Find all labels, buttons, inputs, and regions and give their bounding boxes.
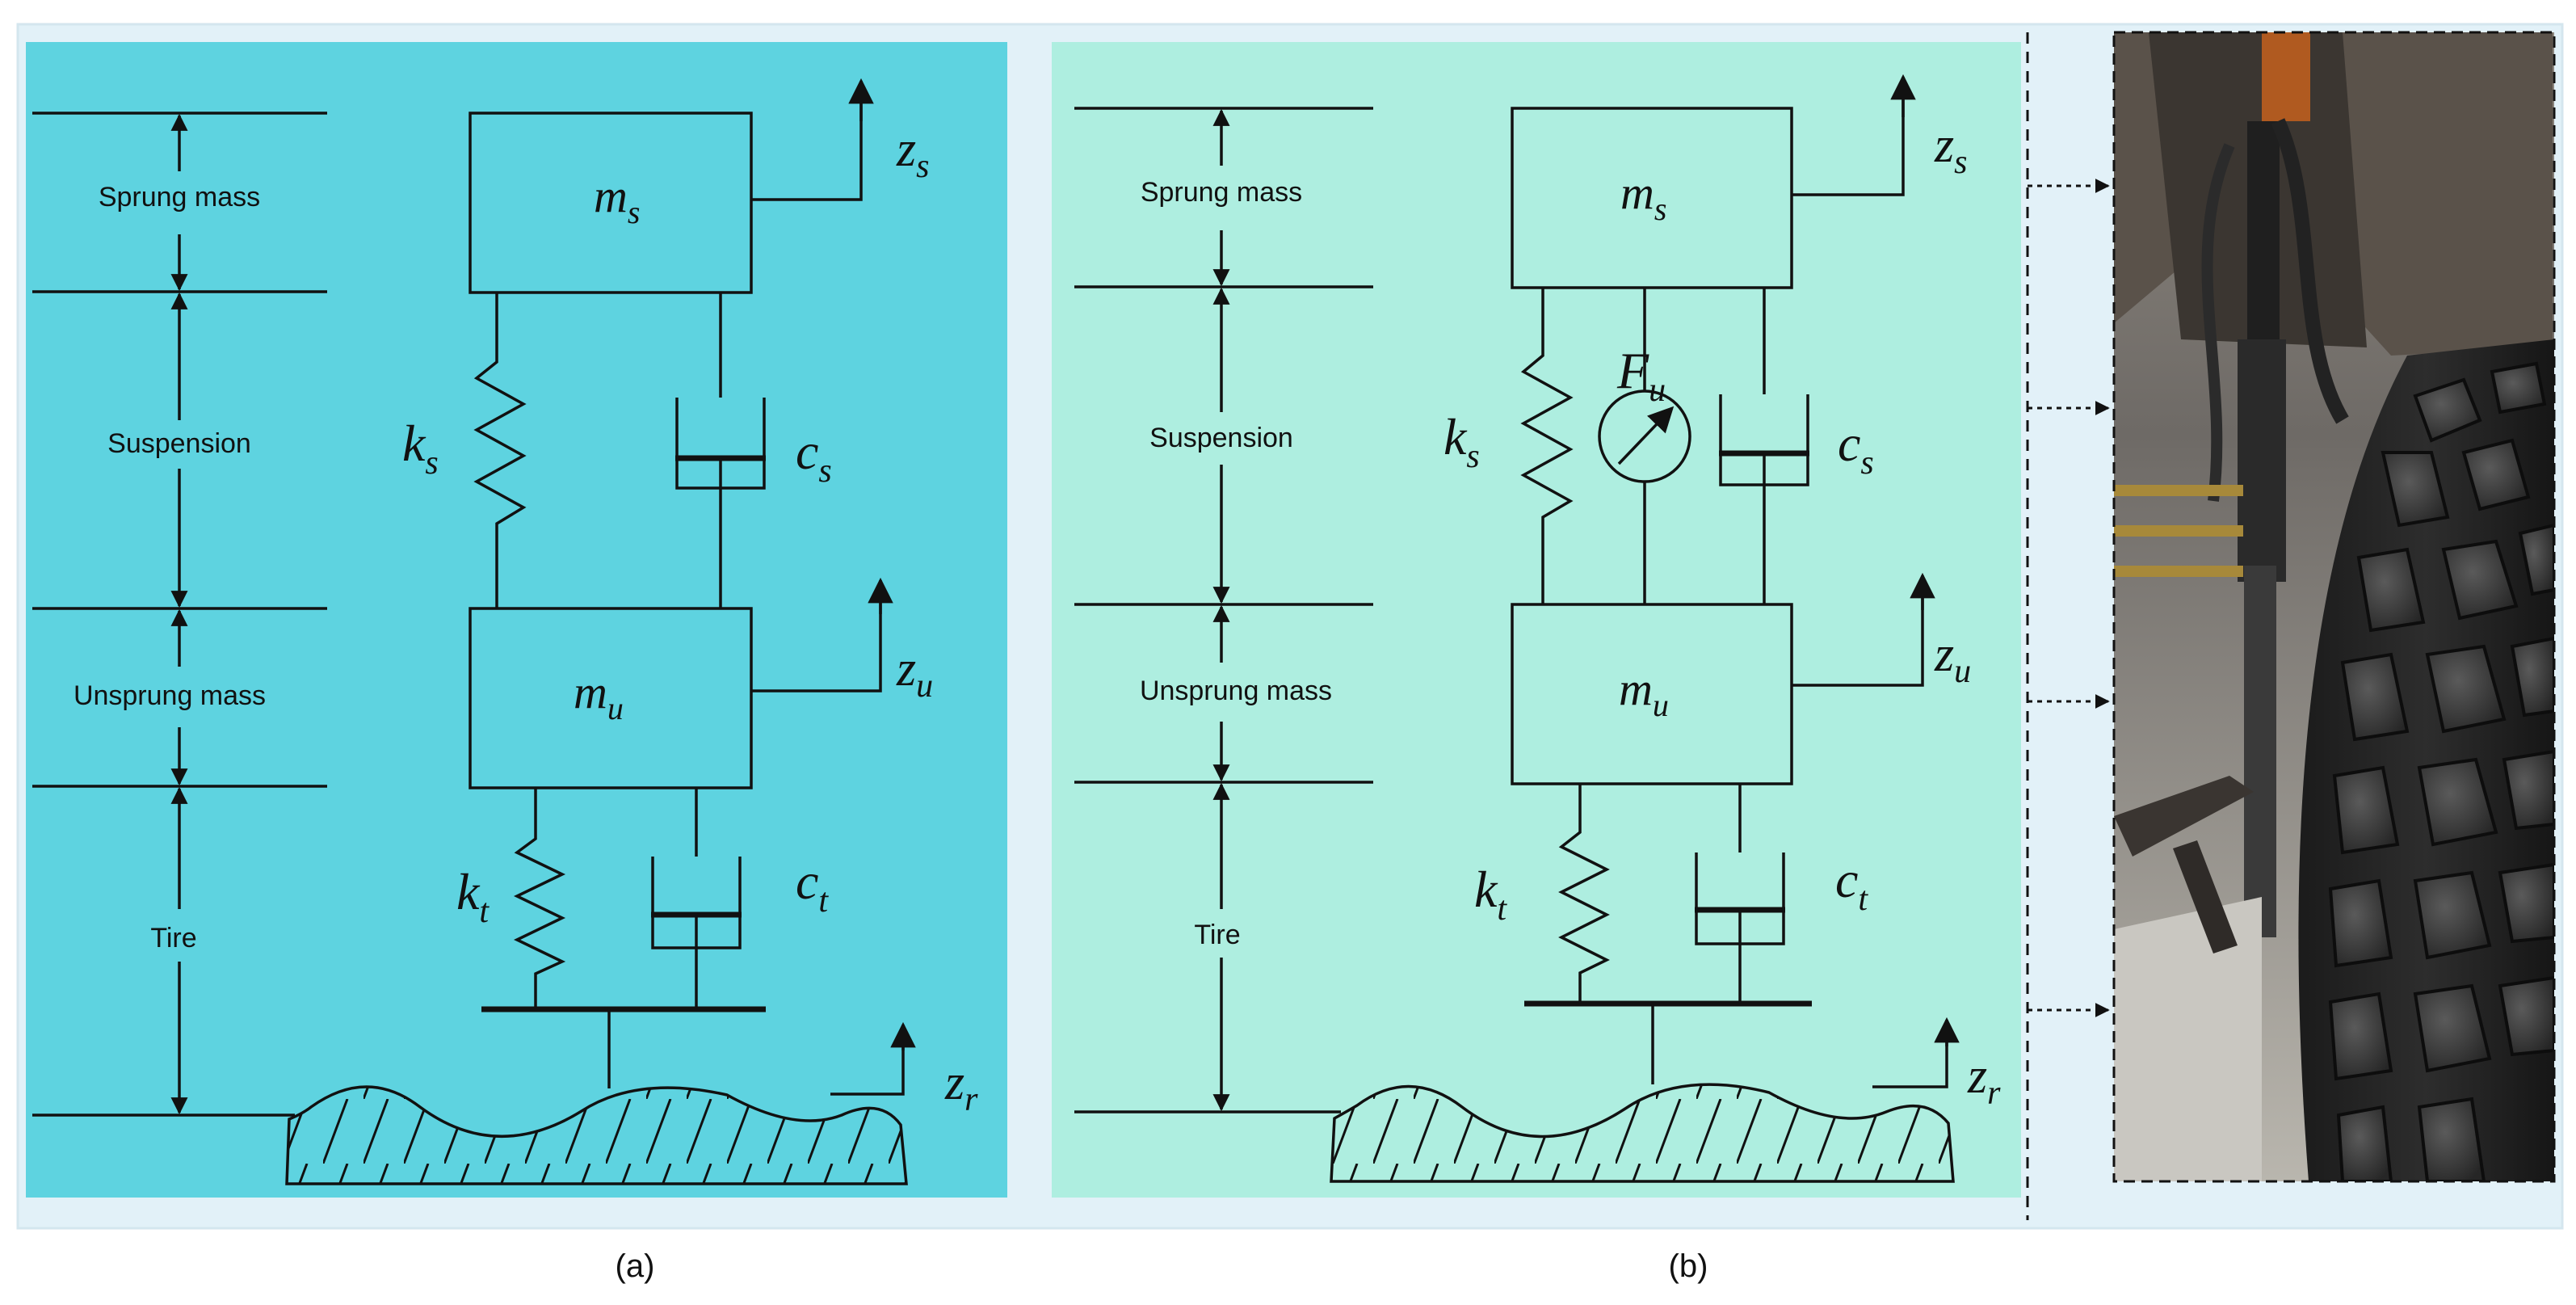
panel-b-background xyxy=(1052,42,2021,1198)
photo-connectors xyxy=(2026,32,2110,1220)
zr-symbol: zr xyxy=(944,1055,978,1118)
spring-ks-b xyxy=(1520,288,1574,604)
spring-kt xyxy=(513,788,566,1007)
road-profile xyxy=(285,1085,908,1185)
sprung-mass-box xyxy=(469,112,753,294)
label-unsprung-mass: Unsprung mass xyxy=(74,680,266,711)
panel-a-background xyxy=(26,42,1007,1198)
vehicle-photo xyxy=(2112,31,2556,1183)
zs-symbol: zs xyxy=(896,122,930,185)
kt-symbol-b: kt xyxy=(1474,861,1507,928)
road-profile-b xyxy=(1330,1083,1955,1183)
zu-coordinate-line xyxy=(751,586,882,692)
damper-ct-b xyxy=(1695,784,1785,1002)
actuator-fu xyxy=(1598,288,1691,604)
zu-coordinate-line-b xyxy=(1792,582,1924,687)
zs-coordinate-line xyxy=(751,85,863,201)
label-tire: Tire xyxy=(150,923,196,953)
ct-symbol-b: ct xyxy=(1835,851,1868,918)
ks-symbol: ks xyxy=(402,415,439,482)
sprung-mass-box-b xyxy=(1511,107,1793,289)
zs-symbol-b: zs xyxy=(1934,118,1968,181)
label-tire-b: Tire xyxy=(1194,920,1240,950)
damper-cs-b xyxy=(1719,288,1809,604)
panel-a: Sprung mass Suspension Unsprung mass Tir… xyxy=(26,42,1007,1198)
zr-coordinate-line xyxy=(830,1030,905,1096)
unsprung-mass-symbol-b: mu xyxy=(1619,663,1669,723)
caption-a: (a) xyxy=(616,1248,655,1284)
unsprung-mass-symbol: mu xyxy=(574,666,624,726)
spring-ks xyxy=(473,293,527,608)
zr-symbol-b: zr xyxy=(1967,1049,2001,1112)
kt-symbol: kt xyxy=(456,863,490,930)
ks-symbol-b: ks xyxy=(1443,408,1480,475)
zu-symbol-b: zu xyxy=(1934,627,1971,690)
caption-b: (b) xyxy=(1669,1248,1708,1284)
label-unsprung-mass-b: Unsprung mass xyxy=(1140,676,1332,706)
ct-symbol: ct xyxy=(796,852,829,920)
unsprung-mass-box xyxy=(469,607,753,789)
sprung-mass-symbol-b: ms xyxy=(1620,166,1666,227)
zs-coordinate-line-b xyxy=(1792,81,1905,196)
fu-symbol: Fu xyxy=(1616,342,1666,409)
label-sprung-mass: Sprung mass xyxy=(99,182,260,213)
label-sprung-mass-b: Sprung mass xyxy=(1141,177,1302,208)
damper-ct xyxy=(651,788,742,1007)
damper-cs xyxy=(675,293,766,608)
cs-symbol: cs xyxy=(796,423,832,490)
panel-b: Sprung mass Suspension Unsprung mass Tir… xyxy=(1052,42,2021,1198)
label-suspension-b: Suspension xyxy=(1149,423,1293,453)
cs-symbol-b: cs xyxy=(1838,415,1874,482)
label-suspension: Suspension xyxy=(107,428,251,459)
unsprung-mass-box-b xyxy=(1511,603,1793,785)
zu-symbol: zu xyxy=(896,642,933,705)
sprung-mass-symbol: ms xyxy=(594,170,640,230)
spring-kt-b xyxy=(1558,784,1610,1002)
